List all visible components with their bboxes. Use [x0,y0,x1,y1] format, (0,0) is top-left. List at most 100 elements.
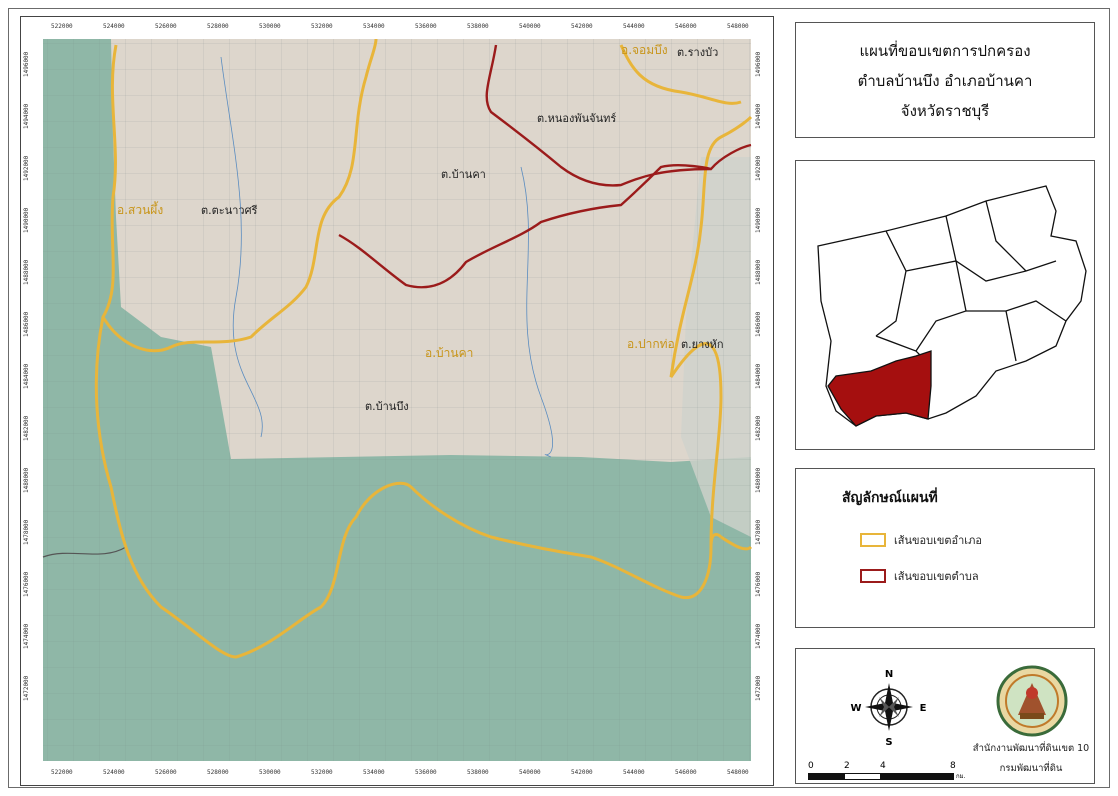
agency-seal-icon [996,665,1068,737]
label-sub-nongphanchan: ต.หนองพันจันทร์ [537,112,617,125]
label-district-suanphueng: อ.สวนผึ้ง [117,203,164,217]
grid-tick-y: 1476000 [23,571,30,597]
grid-tick-x: 526000 [155,769,177,776]
grid-tick-x: 548000 [727,23,749,30]
legend-panel: สัญลักษณ์แผนที่ เส้นขอบเขตอำเภอ เส้นขอบเ… [795,468,1095,628]
grid-tick-y: 1474000 [755,623,762,649]
map-title-line3: จังหวัดราชบุรี [900,102,990,120]
grid-tick-y: 1494000 [23,103,30,129]
legend-label-district: เส้นขอบเขตอำเภอ [894,534,982,547]
label-district-chombueng: อ.จอมบึง [621,43,668,57]
district-boundary-south [94,316,723,659]
grid-tick-x: 532000 [311,769,333,776]
footer-panel: N S W E 0 2 4 8 กม. สำนักงานพัฒนาที่ดินเ… [795,648,1095,784]
grid-tick-x: 536000 [415,23,437,30]
grid-tick-y: 1486000 [23,311,30,337]
grid-tick-y: 1474000 [23,623,30,649]
grid-tick-y: 1488000 [755,259,762,285]
grid-tick-y: 1484000 [755,363,762,389]
legend-item-subdistrict: เส้นขอบเขตตำบล [860,567,979,585]
legend-item-district: เส้นขอบเขตอำเภอ [860,531,982,549]
grid-tick-x: 528000 [207,23,229,30]
map-panel[interactable]: อ.จอมบึง ต.รางบัว ต.หนองพันจันทร์ ต.บ้าน… [20,16,774,786]
grid-tick-x: 540000 [519,769,541,776]
legend-swatch-district [860,533,886,547]
district-boundary-east [669,115,753,548]
grid-tick-x: 526000 [155,23,177,30]
page-frame [8,8,1110,788]
compass-e: E [920,703,927,714]
grid-tick-x: 528000 [207,769,229,776]
grid-tick-y: 1484000 [23,363,30,389]
inset-map-panel [795,160,1095,450]
topographic-map[interactable] [21,17,773,785]
grid-tick-x: 546000 [675,23,697,30]
subdistrict-boundary-south [338,164,712,289]
grid-tick-y: 1482000 [23,415,30,441]
scale-unit: กม. [956,773,966,780]
legend-title: สัญลักษณ์แผนที่ [842,490,938,506]
grid-tick-y: 1488000 [23,259,30,285]
scale-bar: 0 2 4 8 กม. [808,761,968,781]
scale-tick-4: 4 [880,761,886,771]
grid-tick-x: 542000 [571,23,593,30]
grid-tick-y: 1472000 [23,675,30,701]
grid-tick-x: 530000 [259,769,281,776]
grid-tick-x: 532000 [311,23,333,30]
grid-tick-x: 534000 [363,769,385,776]
grid-tick-y: 1490000 [23,207,30,233]
label-sub-banbueng: ต.บ้านบึง [365,400,409,413]
grid-tick-y: 1478000 [755,519,762,545]
grid-tick-y: 1494000 [755,103,762,129]
grid-tick-y: 1480000 [755,467,762,493]
map-title-line1: แผนที่ขอบเขตการปกครอง [859,42,1031,60]
compass-w: W [850,703,861,714]
grid-tick-y: 1496000 [755,51,762,77]
grid-tick-y: 1480000 [23,467,30,493]
grid-tick-x: 522000 [51,769,73,776]
agency-name-line2: กรมพัฒนาที่ดิน [999,763,1063,774]
map-title-line2: ตำบลบ้านบึง อำเภอบ้านคา [857,72,1033,90]
grid-tick-x: 548000 [727,769,749,776]
grid-tick-x: 540000 [519,23,541,30]
grid-tick-x: 538000 [467,23,489,30]
grid-tick-y: 1492000 [755,155,762,181]
grid-tick-x: 524000 [103,23,125,30]
grid-tick-y: 1492000 [23,155,30,181]
grid-tick-y: 1486000 [755,311,762,337]
label-district-bankha: อ.บ้านคา [425,346,474,360]
grid-tick-x: 546000 [675,769,697,776]
grid-tick-x: 544000 [623,23,645,30]
title-panel: แผนที่ขอบเขตการปกครอง ตำบลบ้านบึง อำเภอบ… [795,22,1095,138]
scale-tick-2: 2 [844,761,850,771]
compass-n: N [885,669,893,680]
label-sub-rangbua: ต.รางบัว [677,46,719,59]
scale-tick-8: 8 [950,761,956,771]
compass-rose-icon: N S W E [850,669,927,748]
legend-swatch-subdistrict [860,569,886,583]
label-sub-bankha: ต.บ้านคา [441,168,486,181]
grid-tick-x: 536000 [415,769,437,776]
grid-tick-x: 522000 [51,23,73,30]
grid-tick-y: 1478000 [23,519,30,545]
grid-tick-x: 544000 [623,769,645,776]
grid-tick-x: 534000 [363,23,385,30]
grid-tick-y: 1472000 [755,675,762,701]
grid-tick-y: 1476000 [755,571,762,597]
subdistrict-boundary-north [485,44,752,187]
grid-tick-x: 542000 [571,769,593,776]
compass-s: S [885,737,892,748]
inset-province-map [817,185,1087,427]
label-district-paktho: อ.ปากท่อ [627,337,675,351]
grid-tick-y: 1496000 [23,51,30,77]
grid-tick-x: 538000 [467,769,489,776]
label-sub-tanaosri: ต.ตะนาวศรี [201,204,258,217]
legend-label-subdistrict: เส้นขอบเขตตำบล [894,570,979,583]
inset-highlight-banbueng [827,350,932,427]
label-sub-yanghak: ต.ยางหัก [681,338,724,351]
district-boundary-north [101,38,378,353]
agency-name-line1: สำนักงานพัฒนาที่ดินเขต 10 [972,743,1090,754]
grid-tick-x: 530000 [259,23,281,30]
scale-tick-0: 0 [808,761,814,771]
grid-tick-y: 1482000 [755,415,762,441]
